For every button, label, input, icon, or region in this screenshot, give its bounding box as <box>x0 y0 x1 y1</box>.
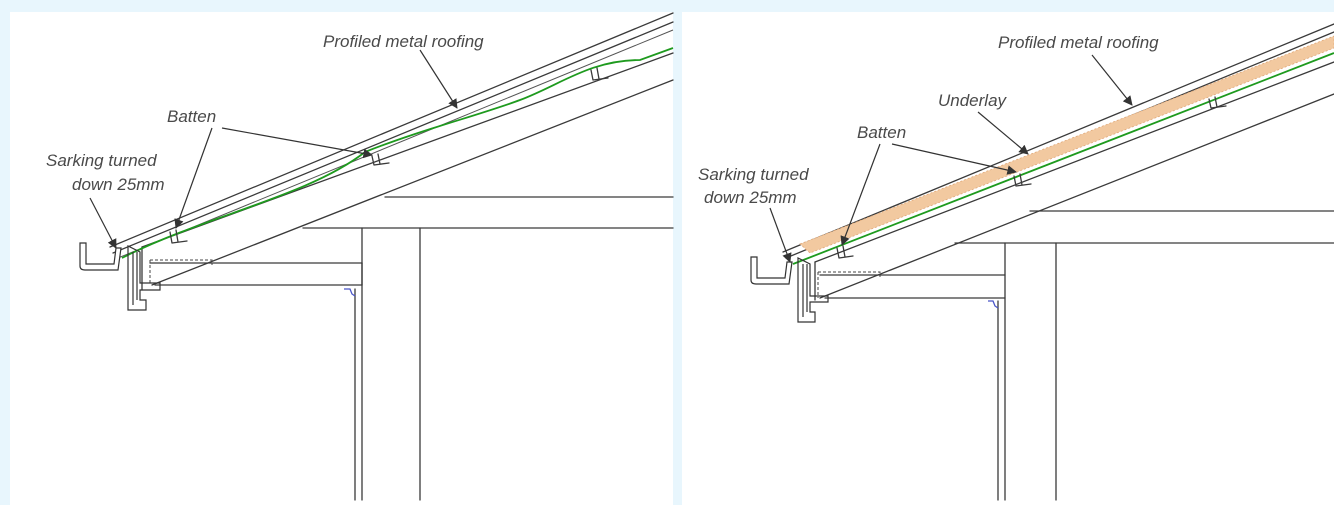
right-gutter <box>750 256 793 285</box>
left-sarking-label-line2: down 25mm <box>72 175 165 194</box>
left-roof-layers <box>109 12 674 259</box>
right-leaders <box>769 54 1133 263</box>
right-sarking-label-line2: down 25mm <box>704 188 797 207</box>
left-blue-bracket <box>344 288 356 297</box>
left-gutter <box>79 242 122 271</box>
left-sarking-line <box>121 47 674 259</box>
right-blue-bracket <box>988 300 999 309</box>
left-batten-label: Batten <box>167 107 216 126</box>
right-gutter-assembly <box>750 256 829 323</box>
right-sarking-line <box>792 52 1334 265</box>
right-underlay-band <box>799 35 1334 254</box>
left-leaders <box>89 49 458 249</box>
left-panel: Profiled metal roofing Batten Sarking tu… <box>10 12 674 505</box>
left-gutter-assembly <box>79 242 161 311</box>
left-panel-background <box>10 12 673 505</box>
left-battens <box>169 67 609 244</box>
left-sarking-label-line1: Sarking turned <box>46 151 157 170</box>
right-sarking-label-line1: Sarking turned <box>698 165 809 184</box>
right-batten-label: Batten <box>857 123 906 142</box>
right-battens <box>836 96 1227 259</box>
right-roofing-label: Profiled metal roofing <box>998 33 1159 52</box>
right-framing <box>817 210 1334 501</box>
left-framing <box>149 196 674 501</box>
right-underlay-label: Underlay <box>938 91 1008 110</box>
left-roofing-label: Profiled metal roofing <box>323 32 484 51</box>
right-rafter <box>814 61 1334 301</box>
right-panel: Profiled metal roofing Underlay Batten S… <box>682 12 1334 505</box>
